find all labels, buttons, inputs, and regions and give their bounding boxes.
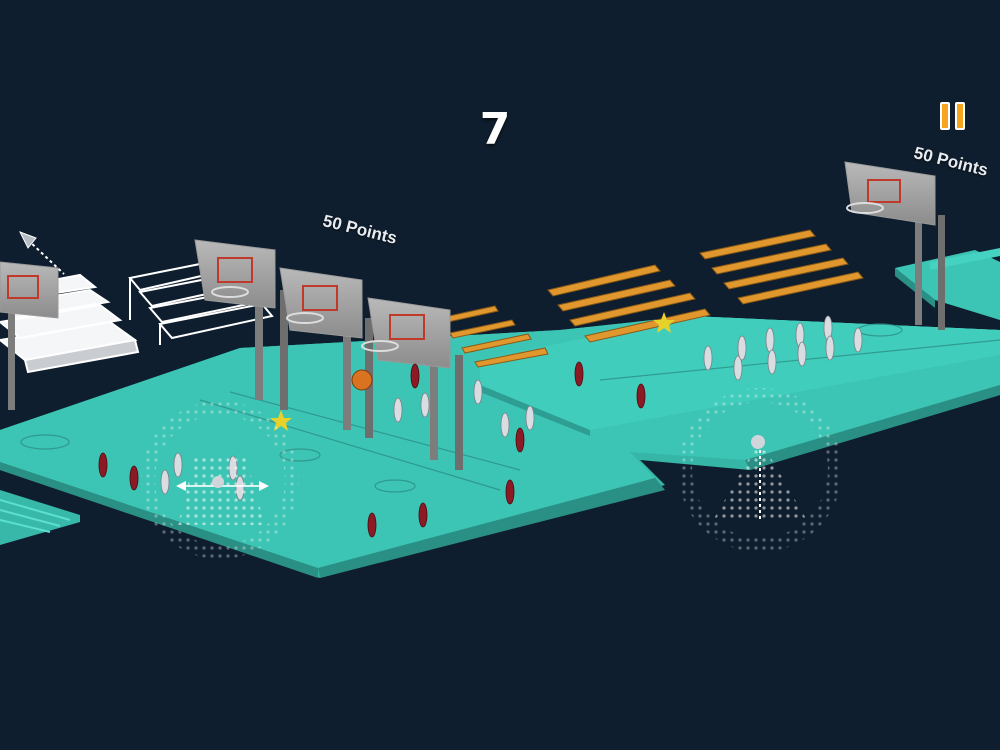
pause-button[interactable] (940, 102, 974, 134)
pins-red (98, 361, 646, 538)
direction-arrow-icon (18, 231, 65, 275)
score-counter: 7 (479, 104, 511, 155)
hoop-3 (361, 297, 463, 470)
benches-orange (439, 229, 864, 368)
aim-control-right[interactable] (678, 388, 842, 552)
left-lower-steps (0, 490, 80, 545)
hoop-right (844, 161, 945, 330)
right-platform (895, 248, 1000, 320)
pause-icon (940, 102, 950, 130)
pause-icon-bar (955, 102, 965, 130)
hoop-1 (194, 239, 288, 410)
aim-control-left[interactable] (141, 401, 299, 559)
pins-white (160, 315, 863, 501)
basketball (351, 369, 373, 391)
star-pickup-right (653, 312, 675, 333)
hoop-left-edge (0, 261, 59, 410)
